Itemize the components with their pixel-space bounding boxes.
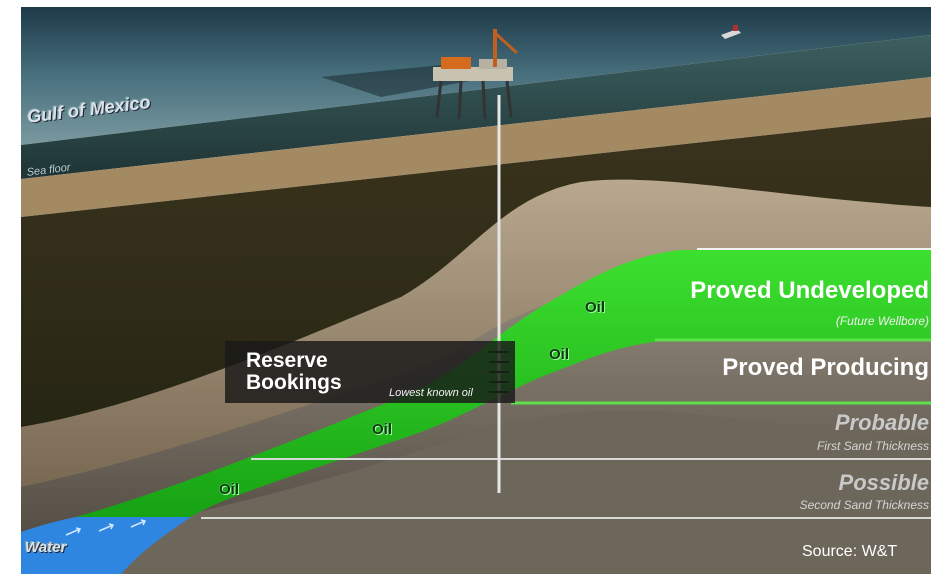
offshore-platform — [321, 29, 519, 120]
lower-strata — [21, 410, 931, 574]
proved-undeveloped-subtitle: (Future Wellbore) — [835, 314, 929, 328]
possible-title: Possible — [838, 470, 929, 495]
water-zone — [21, 517, 191, 574]
probable-title: Probable — [834, 410, 929, 435]
oil-label: Oil — [219, 481, 240, 498]
possible-subtitle: Second Sand Thickness — [799, 498, 929, 512]
probable-subtitle: First Sand Thickness — [816, 439, 929, 453]
ship — [721, 25, 741, 39]
reserve-bookings-diagram: Gulf of Mexico Sea floor Oil Oil Oil Oil… — [21, 7, 931, 574]
reserve-bookings-line2: Bookings — [246, 371, 342, 394]
oil-label: Oil — [372, 421, 393, 438]
sea-floor — [21, 77, 931, 217]
reserve-bookings-line1: Reserve — [246, 349, 328, 372]
water-flow-arrows — [65, 519, 147, 536]
water-column — [21, 35, 931, 179]
water-label: Water — [25, 539, 67, 556]
reserve-bookings-box: Reserve Bookings Lowest known oil — [225, 341, 515, 403]
lowest-known-oil-label: Lowest known oil — [389, 387, 473, 399]
proved-undeveloped-title: Proved Undeveloped — [690, 277, 929, 304]
oil-label: Oil — [585, 299, 606, 316]
oil-label: Oil — [549, 346, 570, 363]
proved-producing-title: Proved Producing — [722, 354, 929, 381]
source-credit: Source: W&T — [802, 543, 898, 560]
